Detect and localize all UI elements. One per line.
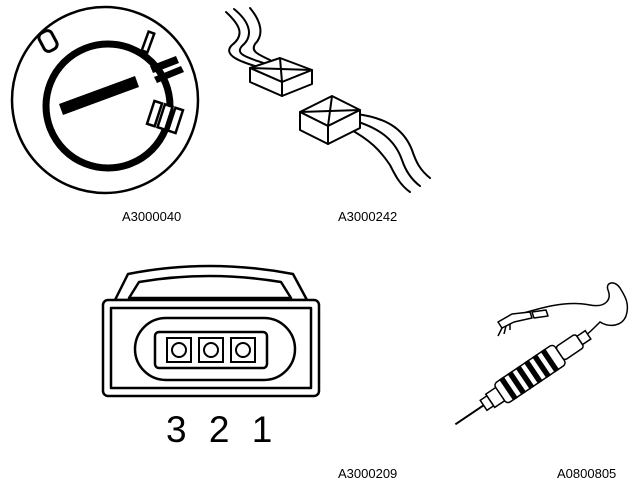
pin-numbers-label: 3 2 1	[166, 409, 274, 450]
figure-caption: A0800805	[557, 466, 617, 481]
key-slot	[59, 76, 139, 115]
test-lamp-drawing	[454, 282, 629, 426]
position-mark-0	[37, 29, 59, 53]
ignition-switch-drawing	[10, 5, 200, 195]
connector-pair-drawing	[225, 7, 431, 193]
position-mark-1	[140, 29, 156, 55]
position-mark-2	[150, 56, 184, 83]
lower-connector	[299, 95, 361, 145]
ignition-switch-figure	[0, 0, 210, 200]
pin-socket-3	[166, 337, 192, 363]
three-pin-connector-drawing	[101, 264, 321, 398]
figure-caption: A3000040	[122, 209, 182, 224]
three-pin-connector-figure	[95, 260, 325, 410]
alligator-clip	[497, 309, 549, 337]
figure-caption: A3000209	[338, 466, 398, 481]
upper-connector	[249, 57, 313, 97]
pin-socket-1	[230, 337, 256, 363]
pin-socket-2	[198, 337, 224, 363]
position-mark-3	[145, 99, 185, 135]
test-lamp-figure	[440, 270, 640, 440]
figure-caption: A3000242	[338, 209, 398, 224]
connector-pair-figure	[220, 0, 440, 200]
probe-handle	[454, 329, 592, 426]
